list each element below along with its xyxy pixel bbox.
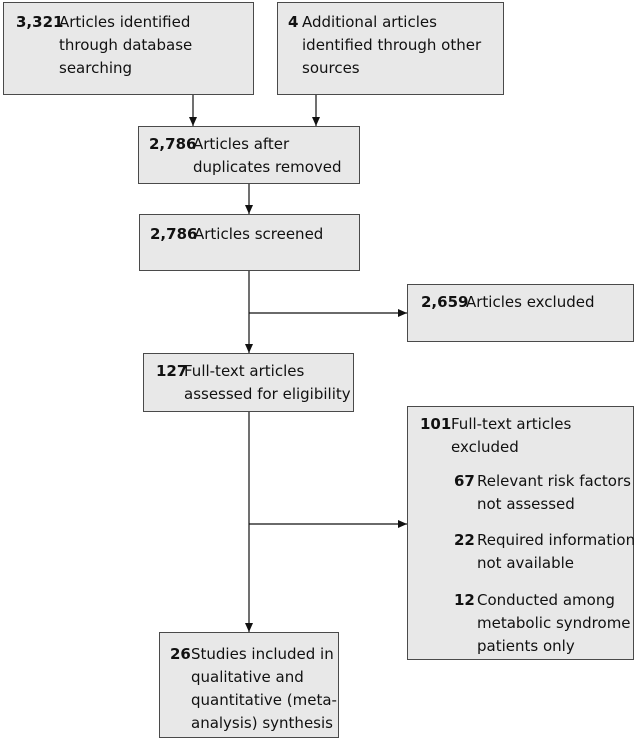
ft-excluded-text-1: Full-text articles (451, 415, 572, 433)
other-count: 4 (288, 13, 299, 31)
other-text-3: sources (302, 59, 360, 77)
reason-3-count: 12 (454, 591, 475, 609)
duplicates-text-2: duplicates removed (193, 158, 342, 176)
reason-1-text-1: Relevant risk factors (477, 472, 631, 490)
reason-3-text-1: Conducted among (477, 591, 615, 609)
screened-text-1: Articles screened (194, 225, 324, 243)
database-text-2: through database (59, 36, 193, 54)
box-database-articles: 3,321 Articles identified through databa… (3, 2, 254, 95)
box-screened: 2,786 Articles screened (139, 214, 360, 271)
box-fulltext-excluded: 101 Full-text articles excluded 67 Relev… (407, 406, 635, 660)
box-other-sources: 4 Additional articles identified through… (277, 2, 504, 95)
reason-3-text-2: metabolic syndrome (477, 614, 631, 632)
database-text-1: Articles identified (59, 13, 191, 31)
box-excluded: 2,659 Articles excluded (407, 284, 634, 342)
fulltext-text-1: Full-text articles (184, 362, 305, 380)
duplicates-count: 2,786 (149, 135, 197, 153)
database-text-3: searching (59, 59, 133, 77)
excluded-text-1: Articles excluded (466, 293, 595, 311)
excluded-count: 2,659 (421, 293, 469, 311)
fulltext-text-2: assessed for eligibility (184, 385, 351, 403)
included-text-2: qualitative and (191, 668, 304, 686)
included-text-1: Studies included in (191, 645, 334, 663)
database-count: 3,321 (16, 13, 64, 31)
included-text-3: quantitative (meta- (191, 691, 337, 709)
reason-2-text-2: not available (477, 554, 575, 572)
ft-excluded-text-2: excluded (451, 438, 519, 456)
box-after-duplicates: 2,786 Articles after duplicates removed (138, 126, 360, 184)
reason-2-count: 22 (454, 531, 475, 549)
duplicates-text-1: Articles after (193, 135, 290, 153)
other-text-1: Additional articles (302, 13, 437, 31)
reason-1-text-2: not assessed (477, 495, 575, 513)
box-fulltext-assessed: 127 Full-text articles assessed for elig… (143, 353, 354, 412)
screened-count: 2,786 (150, 225, 198, 243)
reason-1-count: 67 (454, 472, 475, 490)
included-text-4: analysis) synthesis (191, 714, 333, 732)
ft-excluded-count: 101 (420, 415, 452, 433)
other-text-2: identified through other (302, 36, 482, 54)
fulltext-count: 127 (156, 362, 188, 380)
box-studies-included: 26 Studies included in qualitative and q… (159, 632, 339, 738)
reason-2-text-1: Required information (477, 531, 635, 549)
reason-3-text-3: patients only (477, 637, 575, 655)
included-count: 26 (170, 645, 191, 663)
